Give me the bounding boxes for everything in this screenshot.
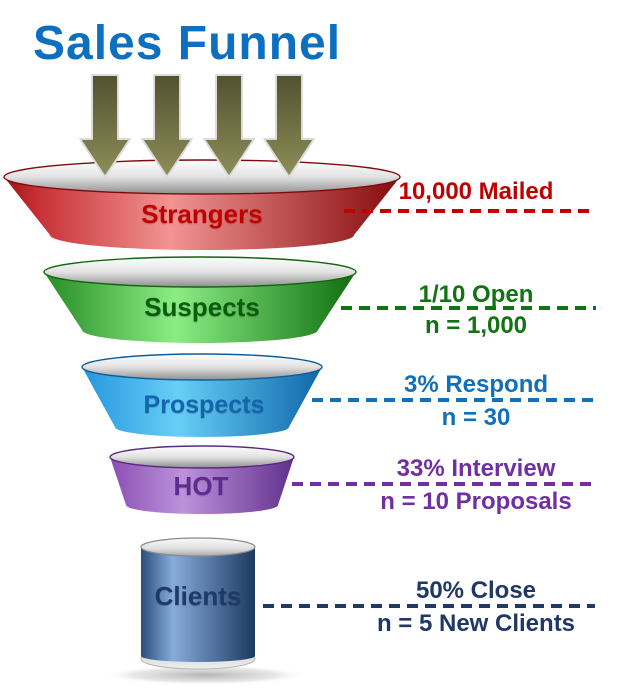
clients-cylinder-shape xyxy=(140,537,256,670)
annotation-strangers-line1: 10,000 Mailed xyxy=(398,178,554,205)
annotation-prospects-line2: n = 30 xyxy=(441,404,511,431)
page-title: Sales Funnel xyxy=(33,17,342,70)
annotation-prospects-line1: 3% Respond xyxy=(403,371,549,398)
funnel-stage-prospects-shape xyxy=(81,353,323,437)
annotation-suspects-line2: n = 1,000 xyxy=(424,312,528,339)
stage-label-strangers: Strangers xyxy=(141,199,263,229)
leader-line-prospects xyxy=(312,398,595,402)
annotation-hot-line1: 33% Interview xyxy=(396,455,556,482)
annotation-suspects-line1: 1/10 Open xyxy=(418,281,534,308)
inflow-arrows xyxy=(79,74,315,178)
down-arrow-icon xyxy=(263,74,315,178)
leader-line-suspects xyxy=(341,306,596,310)
down-arrow-icon xyxy=(203,74,255,178)
down-arrow-icon xyxy=(79,74,131,178)
annotation-clients-line2: n = 5 New Clients xyxy=(376,610,576,637)
funnel-stage-suspects-shape xyxy=(43,256,357,343)
leader-line-strangers xyxy=(344,209,596,213)
leader-line-hot xyxy=(292,482,595,486)
ground-shadow xyxy=(103,665,307,685)
funnel-stage-hot-shape xyxy=(109,445,295,514)
annotation-hot-line2: n = 10 Proposals xyxy=(380,488,572,515)
leader-line-clients xyxy=(263,604,595,608)
stage-label-suspects: Suspects xyxy=(144,292,260,322)
stage-label-clients: Clients xyxy=(154,581,242,611)
stage-label-prospects: Prospects xyxy=(143,391,265,419)
annotation-clients-line1: 50% Close xyxy=(415,577,537,604)
stage-label-hot: HOT xyxy=(173,471,229,501)
down-arrow-icon xyxy=(141,74,193,178)
